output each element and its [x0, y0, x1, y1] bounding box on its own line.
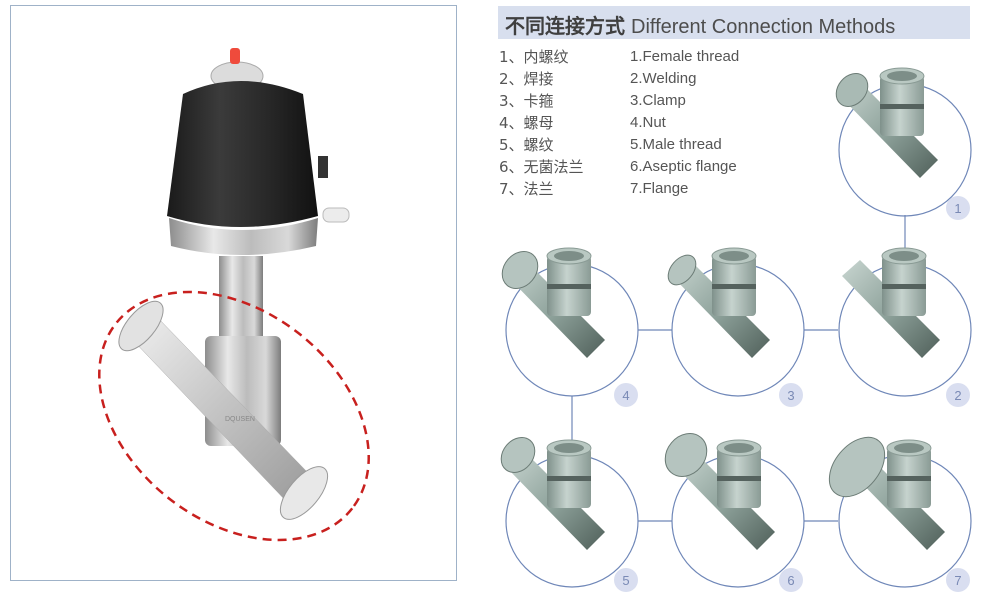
list-item: 2、焊接 — [499, 70, 554, 88]
list-item: 6、无菌法兰 — [499, 158, 584, 176]
list-item: 1、内螺纹 — [499, 48, 569, 66]
list-item: 3.Clamp — [630, 92, 686, 109]
badge-2: 2 — [954, 388, 961, 403]
list-item: 5.Male thread — [630, 136, 722, 153]
badge-5: 5 — [622, 573, 629, 588]
badge-6: 6 — [787, 573, 794, 588]
fitting-welding — [841, 247, 941, 359]
list-item: 1.Female thread — [630, 48, 740, 65]
connection-diagram: 1 2 3 4 5 6 7 — [500, 67, 972, 592]
list-item: 4、螺母 — [499, 114, 554, 132]
connector-lines — [571, 215, 906, 522]
method-list-chinese: 1、内螺纹 2、焊接 3、卡箍 4、螺母 5、螺纹 6、无菌法兰 7、法兰 — [499, 46, 584, 200]
badge-4: 4 — [622, 388, 629, 403]
title-english: Different Connection Methods — [631, 16, 896, 38]
list-item: 3、卡箍 — [499, 92, 554, 110]
angle-seat-valve-image: DQUSEN — [98, 48, 370, 542]
list-item: 2.Welding — [630, 70, 697, 87]
position-indicator — [230, 48, 240, 64]
section-title: 不同连接方式 Different Connection Methods — [505, 10, 895, 39]
product-photo-frame: DQUSEN — [10, 5, 457, 581]
list-item: 6.Aseptic flange — [630, 158, 737, 175]
badge-3: 3 — [787, 388, 794, 403]
svg-text:DQUSEN: DQUSEN — [225, 416, 255, 423]
list-item: 7.Flange — [630, 180, 689, 197]
method-list-english: 1.Female thread 2.Welding 3.Clamp 4.Nut … — [630, 46, 739, 200]
list-item: 7、法兰 — [499, 180, 554, 198]
list-item: 5、螺纹 — [499, 136, 554, 154]
badge-1: 1 — [954, 201, 961, 216]
number-badges — [614, 196, 970, 592]
highlight-ellipse — [98, 290, 370, 542]
section-header: 不同连接方式 Different Connection Methods — [498, 6, 970, 39]
list-item: 4.Nut — [630, 114, 666, 131]
title-chinese: 不同连接方式 — [505, 14, 625, 38]
badge-7: 7 — [954, 573, 961, 588]
